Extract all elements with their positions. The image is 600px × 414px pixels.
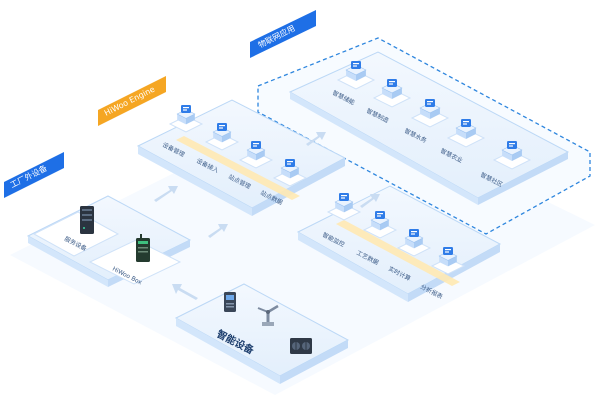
lower-node-4-block-left [439,256,448,267]
lower-node-2-block-left [371,220,380,231]
server-rack-icon [80,206,94,234]
iot-node-3-block-right [430,108,440,119]
lower-node-3 [396,229,432,257]
iot-node-3-block-left [420,108,430,119]
banner-iot: 物联网应用 [250,10,316,58]
device-access-icon [217,123,227,131]
engine-node-1 [168,105,204,133]
external-devices-group: 服务设备 HiWoo Box [26,195,192,287]
iot-node-1-block-right [356,70,366,81]
manufacturing-icon [387,79,397,87]
engine-node-4-block-left [281,168,290,179]
engine-platform-side [138,146,252,216]
lower-node-3-block-right [414,238,423,249]
cabinet-icon [224,292,236,312]
iot-platform-side [290,92,478,205]
arrow-lower-to-iot [360,194,380,208]
process-data-icon [375,211,385,219]
iot-node-1 [336,61,376,90]
lower-node-2-block-right [380,220,389,231]
water-icon [425,99,435,107]
iot-node-2 [372,79,412,108]
engine-node-1-block-left [177,114,186,125]
arrow-smart-to-lower [208,224,228,238]
engine-platform-side-right [252,158,345,216]
lower-node-3-block-left [405,238,414,249]
lower-node-1 [326,193,362,221]
lower-platform-side-right [408,244,500,302]
lower-node-2 [362,211,398,239]
iot-node-2-block-right [392,88,402,99]
lower-node-4-block-right [448,256,457,267]
banner-engine: HiWoo Engine [98,76,166,126]
external-tile-1 [32,211,120,257]
iot-node-4-block-right [466,128,476,139]
engine-node-3-block-right [256,150,265,161]
iot-node-5-block-right [512,150,522,161]
banner-engine-text: HiWoo Engine [103,85,157,118]
lower-flow-stripe [336,220,460,286]
external-platform-side [28,236,108,287]
iot-node-4 [446,119,486,148]
device-management-icon [181,105,191,113]
iot-node-5-block-left [502,150,512,161]
engine-node-4-block-right [290,168,299,179]
hvac-unit-icon [290,338,312,354]
engine-node-2-block-left [213,132,222,143]
iot-node-2-block-left [382,88,392,99]
robot-arm-icon [257,304,279,326]
arrow-smart-to-external [172,284,198,300]
iot-node-1-block-left [346,70,356,81]
iot-platform-side-right [478,152,568,205]
lower-node-1-block-right [344,202,353,213]
banner-external: 工厂外设备 [4,152,64,198]
engine-node-3 [238,141,274,169]
external-tile-2 [88,239,182,285]
realtime-compute-icon [409,229,419,237]
community-icon [507,141,517,149]
iot-node-4-block-left [456,128,466,139]
smart-platform-side [176,318,280,384]
lower-node-1-block-left [335,202,344,213]
engine-node-4 [272,159,308,187]
engine-node-1-block-right [186,114,195,125]
engine-flow-stripe [176,136,300,200]
site-data-icon [285,159,295,167]
iot-node-5 [492,141,532,170]
energy-storage-icon [351,61,361,69]
engine-node-2-block-right [222,132,231,143]
engine-node-2 [204,123,240,151]
iot-node-3 [410,99,450,128]
report-icon [443,247,453,255]
lower-node-4 [430,247,466,275]
engine-node-3-block-left [247,150,256,161]
arrow-external-to-engine [154,186,178,202]
flow-arrows [154,132,380,300]
smart-platform-side-right [280,340,348,384]
agriculture-icon [461,119,471,127]
arrow-engine-to-iot [306,132,326,146]
site-management-icon [251,141,261,149]
gateway-box-icon [136,234,150,262]
lower-platform-side [298,232,408,302]
monitor-icon [339,193,349,201]
